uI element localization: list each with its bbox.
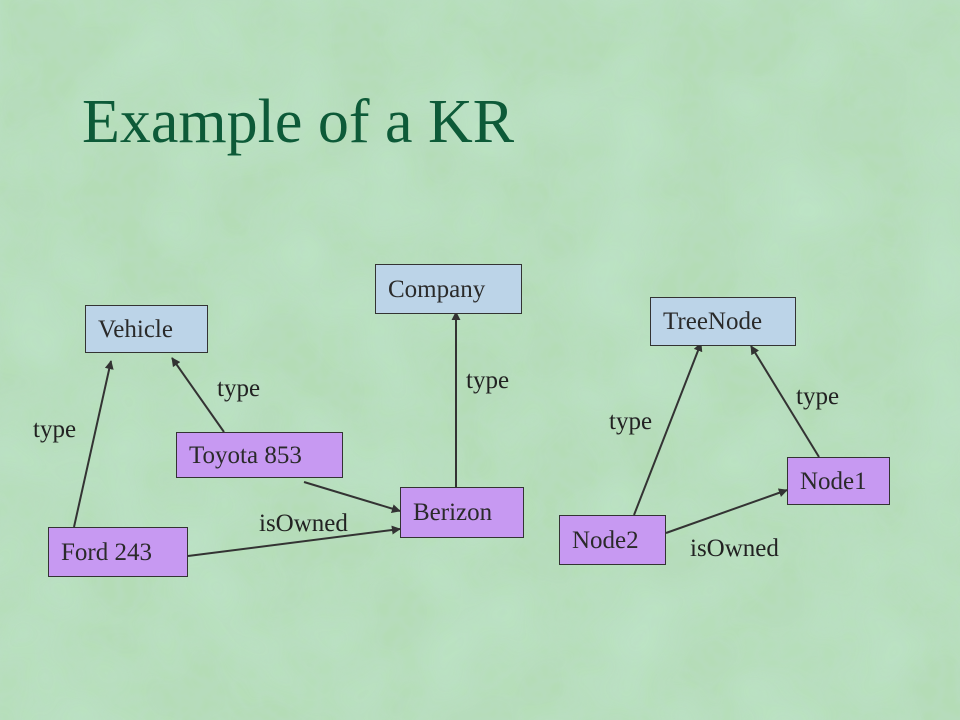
label-node2-treenode-type: type <box>609 408 653 435</box>
node-treenode: TreeNode <box>650 297 796 346</box>
label-toyota-vehicle-type: type <box>217 375 261 402</box>
label-node1-treenode-type: type <box>796 383 840 410</box>
label-isowned-right: isOwned <box>690 535 779 562</box>
node-berizon: Berizon <box>400 487 524 538</box>
edge-ford-berizon <box>187 525 401 557</box>
label-berizon-company-type: type <box>466 367 510 394</box>
node-ford-243: Ford 243 <box>48 527 188 577</box>
edge-toyota-berizon <box>303 481 401 513</box>
edge-node2-node1 <box>665 488 788 534</box>
node-node1: Node1 <box>787 457 890 505</box>
edge-ford-vehicle <box>73 360 114 528</box>
edge-node1-treenode <box>750 345 820 458</box>
node-node2: Node2 <box>559 515 666 565</box>
slide-title: Example of a KR <box>82 88 515 156</box>
label-isowned-left: isOwned <box>259 510 348 537</box>
edge-node2-treenode <box>633 342 703 516</box>
node-company: Company <box>375 264 522 314</box>
edge-toyota-vehicle <box>171 357 225 433</box>
node-vehicle: Vehicle <box>85 305 208 353</box>
node-toyota-853: Toyota 853 <box>176 432 343 478</box>
label-ford-vehicle-type: type <box>33 416 77 443</box>
